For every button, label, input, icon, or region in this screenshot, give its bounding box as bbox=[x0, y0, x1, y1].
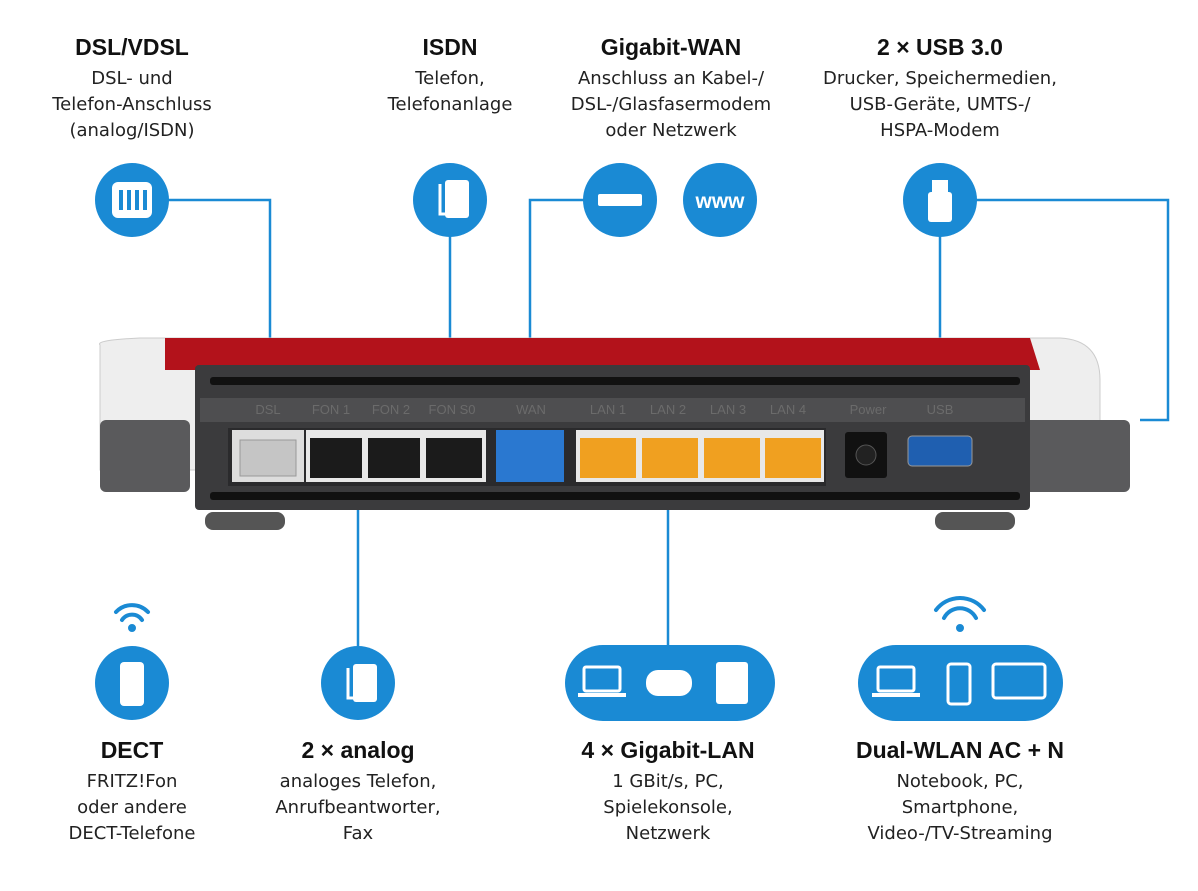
dsl-block: DSL/VDSL DSL- und Telefon-Anschluss (ana… bbox=[2, 32, 262, 144]
wifi-icon bbox=[934, 596, 986, 612]
usb-side-line bbox=[970, 198, 1170, 422]
wireless-icon bbox=[114, 603, 150, 614]
usb-desc-line: HSPA-Modem bbox=[880, 120, 1000, 141]
router bbox=[99, 337, 1130, 530]
wlan-title: Dual-WLAN AC + N bbox=[855, 737, 1065, 763]
analog-title: 2 × analog bbox=[301, 737, 415, 763]
dsl-desc-line: (analog/ISDN) bbox=[69, 120, 195, 141]
dect-desc-line: oder andere bbox=[77, 797, 187, 818]
port-label-lan3: LAN 3 bbox=[709, 402, 747, 417]
wan-desc-line: DSL-/Glasfasermodem bbox=[570, 94, 772, 115]
port-label-lan2: LAN 2 bbox=[649, 402, 687, 417]
port-label-power: Power bbox=[849, 402, 887, 417]
lan-desc-line: Spielekonsole, bbox=[603, 797, 733, 818]
wan-desc-line: Anschluss an Kabel-/ bbox=[577, 68, 765, 89]
lan-title: 4 × Gigabit-LAN bbox=[581, 737, 755, 763]
analog-desc-line: analoges Telefon, bbox=[279, 771, 437, 792]
usb-desc-line: USB-Geräte, UMTS-/ bbox=[849, 94, 1031, 115]
dect-desc-line: FRITZ!Fon bbox=[86, 771, 178, 792]
wan-desc-line: oder Netzwerk bbox=[605, 120, 737, 141]
www-icon bbox=[683, 163, 757, 237]
wlan-devices-icon bbox=[858, 645, 1063, 721]
isdn-block: ISDN Telefon, Telefonanlage bbox=[320, 32, 580, 118]
dect-title: DECT bbox=[100, 737, 164, 763]
dsl-desc-line: DSL- und bbox=[91, 68, 173, 89]
port-label-lan1: LAN 1 bbox=[589, 402, 627, 417]
usb-desc-line: Drucker, Speichermedien, bbox=[823, 68, 1057, 89]
port-label-fons0: FON S0 bbox=[428, 402, 476, 417]
lan-desc-line: 1 GBit/s, PC, bbox=[612, 771, 724, 792]
wan-block: Gigabit-WAN Anschluss an Kabel-/ DSL-/Gl… bbox=[541, 32, 801, 144]
port-label-dsl: DSL bbox=[255, 402, 281, 417]
dect-block: DECT FRITZ!Fon oder andere DECT-Telefone bbox=[2, 735, 262, 847]
usb-title: 2 × USB 3.0 bbox=[877, 34, 1003, 60]
analog-block: 2 × analog analoges Telefon, Anrufbeantw… bbox=[228, 735, 488, 847]
port-label-fon1: FON 1 bbox=[311, 402, 351, 417]
dsl-desc-line: Telefon-Anschluss bbox=[52, 94, 212, 115]
wan-title: Gigabit-WAN bbox=[600, 34, 742, 60]
port-label-usb: USB bbox=[926, 402, 954, 417]
analog-desc-line: Anrufbeantworter, bbox=[275, 797, 441, 818]
usb-block: 2 × USB 3.0 Drucker, Speichermedien, USB… bbox=[800, 32, 1080, 144]
www-label: www bbox=[694, 190, 745, 213]
isdn-desc-line: Telefonanlage bbox=[387, 94, 513, 115]
analog-desc-line: Fax bbox=[342, 823, 374, 844]
wlan-desc-line: Notebook, PC, bbox=[896, 771, 1024, 792]
lan-block: 4 × Gigabit-LAN 1 GBit/s, PC, Spielekons… bbox=[538, 735, 798, 847]
isdn-title: ISDN bbox=[422, 34, 478, 60]
wlan-desc-line: Video-/TV-Streaming bbox=[867, 823, 1053, 844]
lan-desc-line: Netzwerk bbox=[625, 823, 711, 844]
dect-desc-line: DECT-Telefone bbox=[68, 823, 196, 844]
dsl-title: DSL/VDSL bbox=[75, 34, 189, 60]
port-label-wan: WAN bbox=[516, 402, 546, 417]
isdn-desc-line: Telefon, bbox=[415, 68, 485, 89]
wlan-desc-line: Smartphone, bbox=[901, 797, 1019, 818]
wlan-block: Dual-WLAN AC + N Notebook, PC, Smartphon… bbox=[820, 735, 1100, 847]
port-label-fon2: FON 2 bbox=[371, 402, 411, 417]
port-label-lan4: LAN 4 bbox=[769, 402, 807, 417]
